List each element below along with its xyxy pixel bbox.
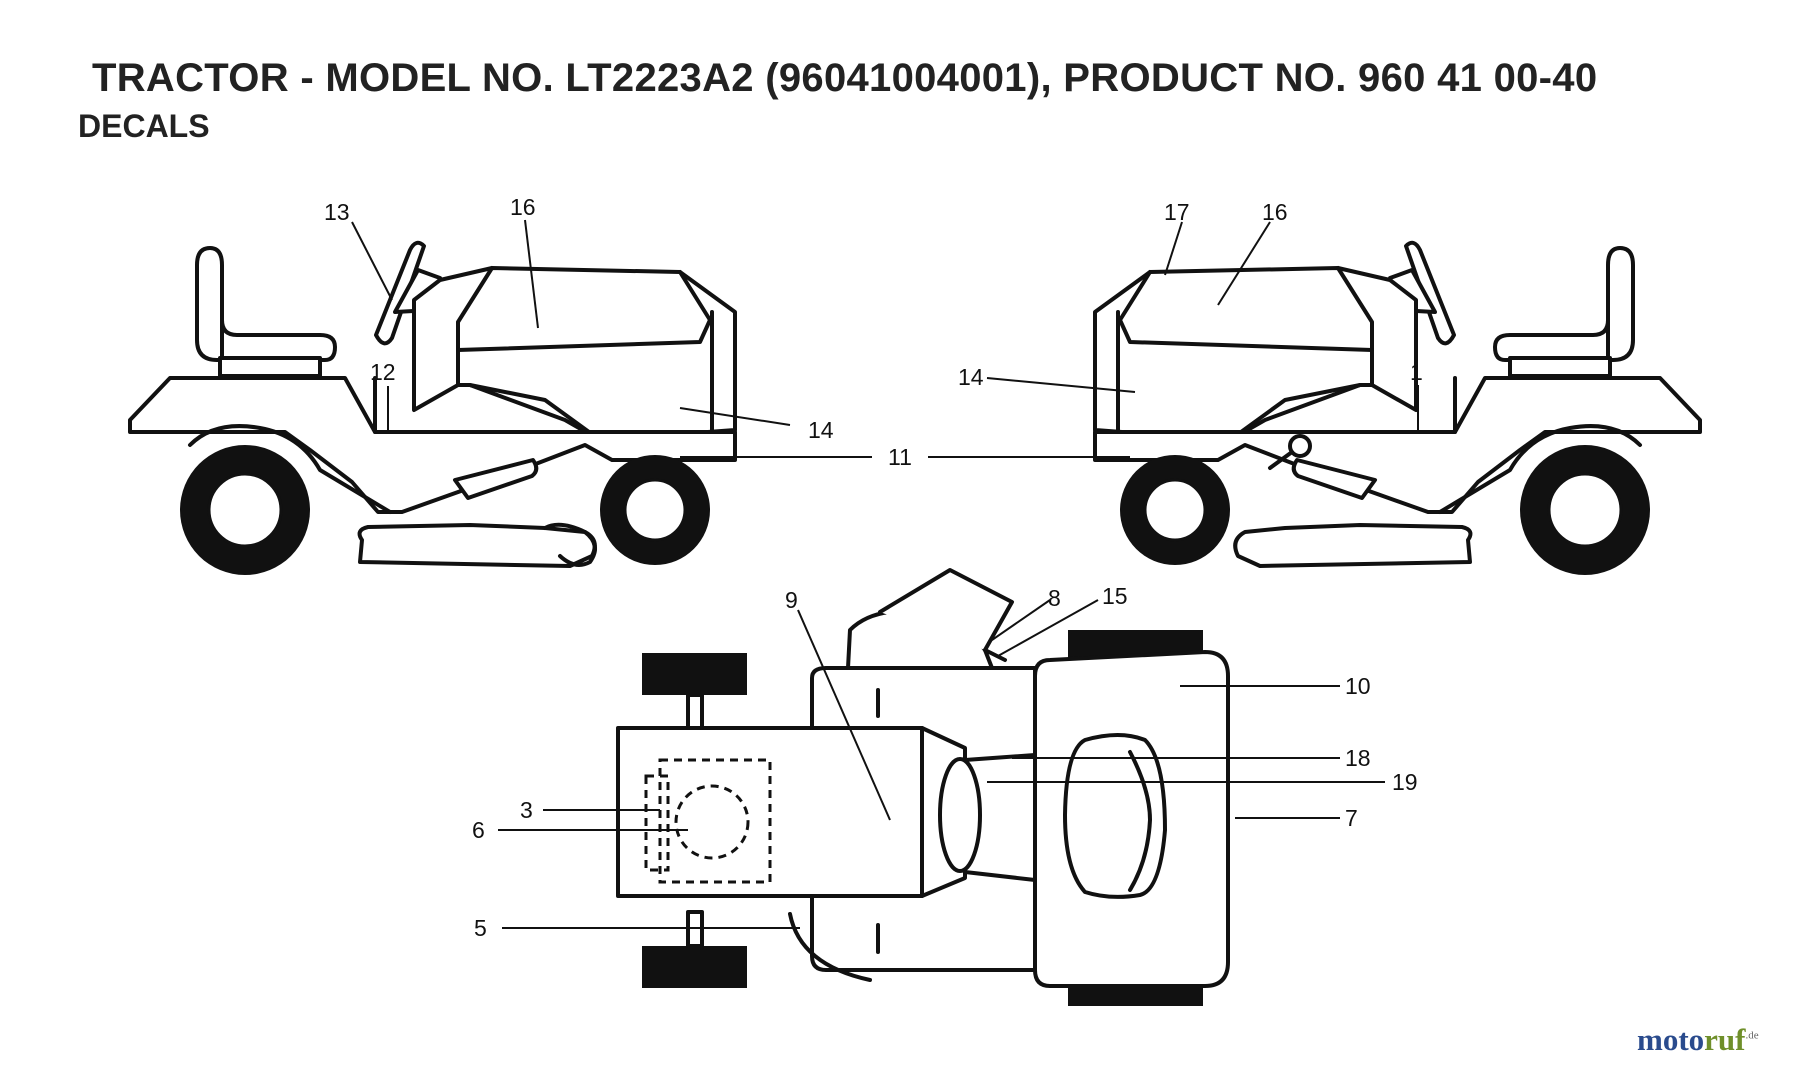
callout-labels: 13 16 12 14 11 17 16 14 1 9 8 15 10 18 1… — [324, 194, 1423, 941]
tractor-right-side-view — [1093, 240, 1702, 575]
hood-left — [412, 266, 737, 442]
callout-17: 17 — [1164, 199, 1190, 225]
front-tire-top — [642, 653, 747, 695]
callout-11: 11 — [888, 444, 912, 470]
tractor-left-side-view — [128, 240, 737, 575]
watermark-part1: moto — [1637, 1022, 1705, 1057]
mower-deck-left — [357, 523, 597, 568]
steering-wheel-left — [374, 240, 426, 346]
diagram-subtitle: DECALS — [78, 108, 210, 144]
callout-14-left: 14 — [808, 417, 834, 443]
tractor-top-view — [616, 568, 1230, 1006]
body-fender-left — [128, 376, 737, 514]
callout-16-left: 16 — [510, 194, 536, 220]
callout-5: 5 — [474, 915, 487, 941]
callout-14-right: 14 — [958, 364, 984, 390]
seat-left — [195, 246, 337, 362]
callout-19: 19 — [1392, 769, 1418, 795]
callout-12: 12 — [370, 359, 396, 385]
hood-top — [616, 726, 967, 898]
decal-outline-hood — [658, 758, 772, 884]
watermark-suffix: .de — [1745, 1029, 1759, 1042]
callout-9: 9 — [785, 587, 798, 613]
watermark-logo: motoruf.de — [1637, 1022, 1759, 1058]
callout-8: 8 — [1048, 585, 1061, 611]
callout-6: 6 — [472, 817, 485, 843]
watermark-part2: ruf — [1704, 1022, 1746, 1057]
diagram-title: TRACTOR - MODEL NO. LT2223A2 (9604100400… — [92, 56, 1598, 100]
callout-7: 7 — [1345, 805, 1358, 831]
callout-13: 13 — [324, 199, 350, 225]
seat-base-left — [218, 356, 322, 378]
front-tire-top-2 — [642, 946, 747, 988]
callout-16-right: 16 — [1262, 199, 1288, 225]
callout-18: 18 — [1345, 745, 1371, 771]
callout-10: 10 — [1345, 673, 1371, 699]
callout-3: 3 — [520, 797, 533, 823]
pedal-left — [453, 458, 539, 500]
callout-1: 1 — [1410, 359, 1423, 385]
leader-lines — [351, 219, 1419, 929]
callout-15: 15 — [1102, 583, 1128, 609]
front-light-top — [938, 757, 982, 873]
